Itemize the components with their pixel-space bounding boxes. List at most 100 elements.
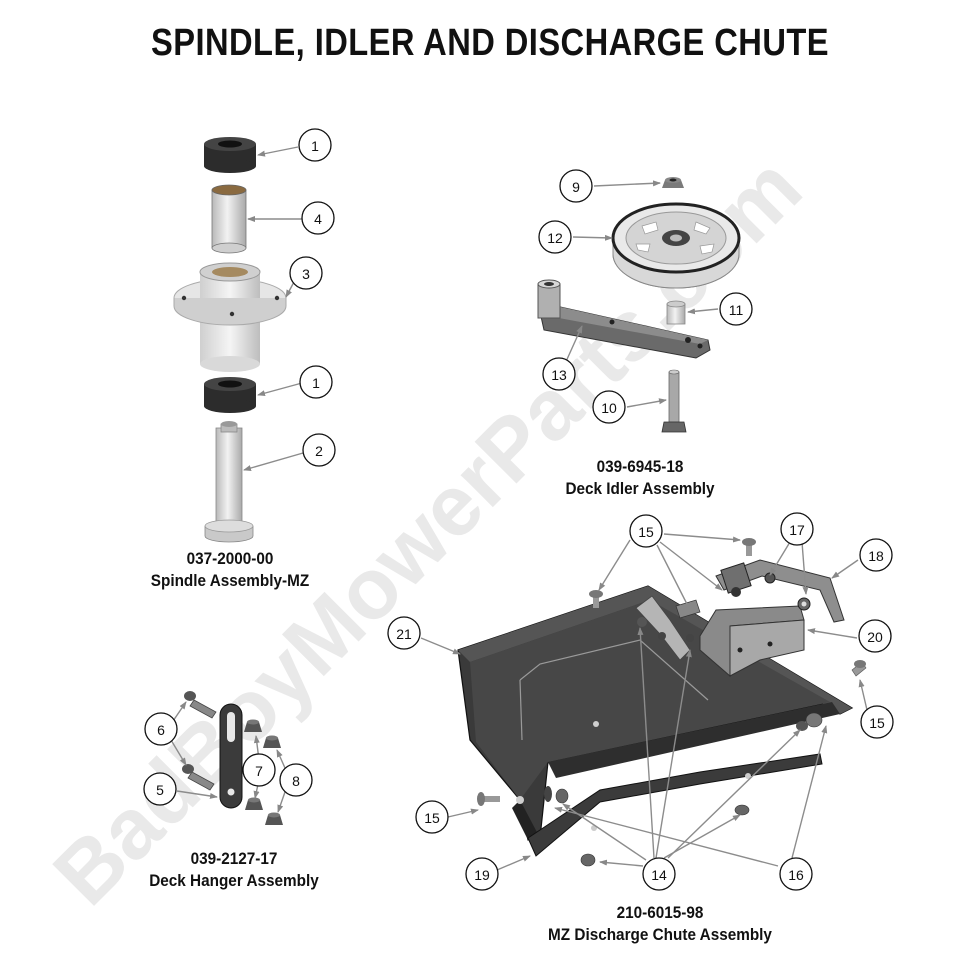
callout-circle: [279, 763, 313, 797]
callout-number: 19: [474, 867, 490, 883]
leader-lines: [170, 146, 868, 871]
callout-7: 7: [242, 753, 276, 787]
callout-4: 4: [301, 201, 335, 235]
callout-10: 10: [592, 390, 626, 424]
callout-12: 12: [538, 220, 572, 254]
chute-rod-bracket: [715, 559, 845, 623]
bolt-right: [851, 660, 867, 677]
callout-number: 15: [638, 524, 654, 540]
callout-circle: [719, 292, 753, 326]
idler-pulley: [611, 202, 741, 289]
callout-number: 9: [572, 179, 580, 195]
spacer-tube: [211, 184, 247, 254]
chute-pivot-bracket: [635, 595, 701, 661]
bearing-bottom: [204, 377, 256, 413]
callout-circle: [860, 705, 894, 739]
callout-number: 3: [302, 266, 310, 282]
callout-number: 18: [868, 548, 884, 564]
callout-circle: [415, 800, 449, 834]
spindle-part-number: 037-2000-00: [186, 549, 274, 568]
chute-part-number: 210-6015-98: [616, 903, 704, 922]
callout-11: 11: [719, 292, 753, 326]
idler-part-number: 039-6945-18: [596, 457, 684, 476]
deck-hanger-drawing: [182, 691, 283, 825]
nut-bottom: [580, 853, 596, 867]
callout-13: 13: [542, 357, 576, 391]
deck-idler-drawing: [537, 177, 741, 433]
hanger-nuts: [244, 719, 283, 825]
callout-1: 1: [299, 365, 333, 399]
hanger-part-number: 039-2127-17: [190, 849, 278, 868]
hanger-bolt-upper: [184, 691, 217, 719]
idler-bushing: [666, 300, 686, 325]
callout-number: 10: [601, 400, 617, 416]
callout-5: 5: [143, 772, 177, 806]
callout-2: 2: [302, 433, 336, 467]
callout-circle: [538, 220, 572, 254]
callout-circle: [592, 390, 626, 424]
idler-nut: [662, 177, 684, 188]
callout-20: 20: [858, 619, 892, 653]
idler-assembly-caption: 039-6945-18 Deck Idler Assembly: [541, 456, 739, 500]
callout-circle: [629, 514, 663, 548]
callout-number: 20: [867, 629, 883, 645]
callout-15: 15: [860, 705, 894, 739]
callout-circle: [859, 538, 893, 572]
callout-number: 2: [315, 443, 323, 459]
bolt-top: [742, 538, 756, 556]
callout-circle: [542, 357, 576, 391]
bearing-top: [204, 137, 256, 173]
callout-number: 4: [314, 211, 322, 227]
bolt-left: [589, 590, 603, 608]
callout-15: 15: [629, 514, 663, 548]
spindle-housing: [173, 262, 287, 372]
washer-front: [544, 786, 552, 802]
spindle-assembly-name: Spindle Assembly-MZ: [150, 571, 310, 590]
callout-14: 14: [642, 857, 676, 891]
callout-8: 8: [279, 763, 313, 797]
callout-circle: [242, 753, 276, 787]
callout-circle: [299, 365, 333, 399]
callout-18: 18: [859, 538, 893, 572]
callout-number: 1: [311, 138, 319, 154]
callout-number: 7: [255, 763, 263, 779]
chute-assembly-caption: 210-6015-98 MZ Discharge Chute Assembly: [534, 902, 786, 946]
chute-assembly-name: MZ Discharge Chute Assembly: [548, 925, 772, 944]
callout-circle: [559, 169, 593, 203]
washer-right: [805, 712, 823, 728]
callout-circle: [302, 433, 336, 467]
callout-circle: [465, 857, 499, 891]
callout-number: 12: [547, 230, 563, 246]
callout-circle: [289, 256, 323, 290]
spindle-assembly-caption: 037-2000-00 Spindle Assembly-MZ: [140, 548, 320, 592]
idler-arm: [537, 279, 711, 359]
callout-number: 17: [789, 522, 805, 538]
nut-mid: [734, 804, 750, 816]
callout-number: 1: [312, 375, 320, 391]
discharge-chute-drawing: [457, 538, 867, 867]
chute-bracket: [699, 605, 805, 678]
callout-number: 15: [869, 715, 885, 731]
callout-circle: [143, 772, 177, 806]
callout-9: 9: [559, 169, 593, 203]
page-title: SPINDLE, IDLER AND DISCHARGE CHUTE: [151, 22, 829, 64]
callout-circle: [298, 128, 332, 162]
hanger-bolt-lower: [182, 764, 215, 791]
chute-hardware: [477, 538, 867, 867]
callout-16: 16: [779, 857, 813, 891]
chute-deflector: [527, 753, 823, 857]
callout-circle: [301, 201, 335, 235]
callout-number: 13: [551, 367, 567, 383]
callout-15: 15: [415, 800, 449, 834]
spindle-assembly-drawing: [173, 137, 287, 543]
callout-number: 16: [788, 867, 804, 883]
hanger-assembly-caption: 039-2127-17 Deck Hanger Assembly: [135, 848, 333, 892]
callout-21: 21: [387, 616, 421, 650]
callout-1: 1: [298, 128, 332, 162]
bolt-front: [477, 792, 500, 806]
spindle-shaft: [204, 421, 254, 543]
callout-17: 17: [780, 512, 814, 546]
